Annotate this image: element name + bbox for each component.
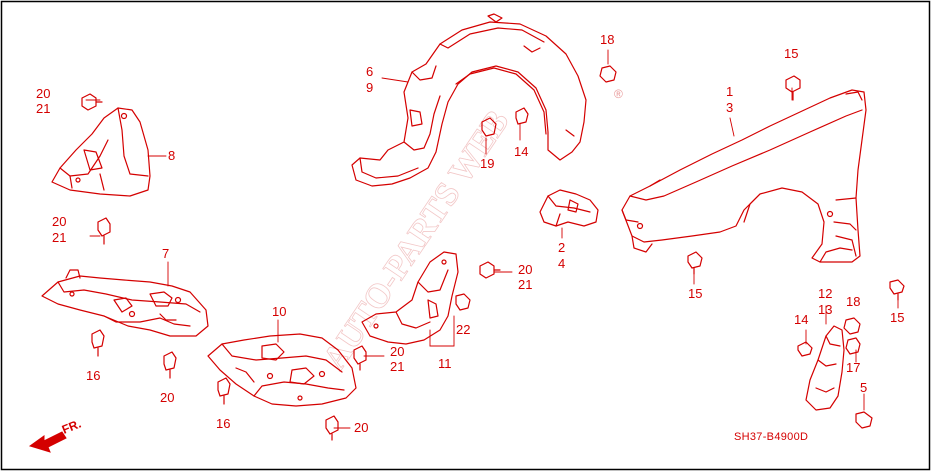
part-label: 5 xyxy=(860,380,867,395)
part-label: 3 xyxy=(726,100,733,115)
part-label: 20 xyxy=(36,86,50,101)
part-label: 22 xyxy=(456,322,470,337)
fender-mount-bracket xyxy=(539,189,599,227)
fender-liner xyxy=(351,13,587,187)
part-label: 20 xyxy=(52,214,66,229)
part-label: 18 xyxy=(846,294,860,309)
part-label: 20 xyxy=(354,420,368,435)
part-label: 20 xyxy=(518,262,532,277)
part-label: 10 xyxy=(272,304,286,319)
bolt-icon xyxy=(785,75,801,101)
bolt-icon xyxy=(325,415,339,441)
part-label: 7 xyxy=(162,246,169,261)
mud-flap xyxy=(805,325,845,411)
bolt-icon xyxy=(797,341,813,357)
part-label: 4 xyxy=(558,256,565,271)
part-label: 14 xyxy=(794,312,808,327)
part-label: 9 xyxy=(366,80,373,95)
part-label: 15 xyxy=(688,286,702,301)
clip-icon xyxy=(163,351,177,379)
nut-icon xyxy=(599,65,617,83)
under-cover-left xyxy=(41,269,209,337)
watermark-text: AUTO-PARTS WEB xyxy=(316,104,517,377)
clip-icon xyxy=(217,377,231,405)
fender-brace xyxy=(361,251,459,345)
part-label: 8 xyxy=(168,148,175,163)
part-labels: 20 21 8 20 21 7 16 20 10 16 20 20 21 11 … xyxy=(36,32,904,435)
part-label: 11 xyxy=(438,356,452,371)
bolt-icon xyxy=(353,345,367,371)
watermark: AUTO-PARTS WEB xyxy=(316,103,517,377)
watermark-registered-symbol: ® xyxy=(614,87,623,101)
clip-icon xyxy=(455,293,471,311)
nut-icon xyxy=(845,337,861,355)
front-fender xyxy=(621,89,867,263)
part-label: 21 xyxy=(518,277,532,292)
leader-lines xyxy=(85,49,899,429)
splash-shield-bracket xyxy=(51,107,151,197)
part-label: 15 xyxy=(784,46,798,61)
bolt-icon xyxy=(81,93,103,111)
bolt-icon xyxy=(97,217,111,245)
part-label: 20 xyxy=(390,344,404,359)
part-label: 1 xyxy=(726,84,733,99)
diagram-code: SH37-B4900D xyxy=(734,431,808,443)
part-label: 12 xyxy=(818,286,832,301)
clip-icon xyxy=(91,329,105,357)
part-label: 18 xyxy=(600,32,614,47)
direction-label: FR. xyxy=(60,417,83,437)
part-label: 21 xyxy=(390,359,404,374)
part-label: 13 xyxy=(818,302,832,317)
bolt-icon xyxy=(479,261,501,279)
part-label: 21 xyxy=(52,230,66,245)
nut-icon xyxy=(843,317,861,335)
part-label: 21 xyxy=(36,101,50,116)
part-label: 19 xyxy=(480,156,494,171)
part-label: 16 xyxy=(86,368,100,383)
part-label: 20 xyxy=(160,390,174,405)
part-label: 16 xyxy=(216,416,230,431)
part-label: 14 xyxy=(514,144,528,159)
part-label: 6 xyxy=(366,64,373,79)
part-label: 2 xyxy=(558,240,565,255)
clip-icon xyxy=(515,107,529,125)
bolt-icon xyxy=(687,251,703,275)
clip-icon xyxy=(481,117,497,137)
part-label: 15 xyxy=(890,310,904,325)
front-direction-arrow-icon: FR. xyxy=(28,417,83,453)
bolt-icon xyxy=(889,279,905,301)
under-cover-right xyxy=(207,333,357,407)
part-label: 17 xyxy=(846,360,860,375)
bolt-icon xyxy=(855,411,873,429)
